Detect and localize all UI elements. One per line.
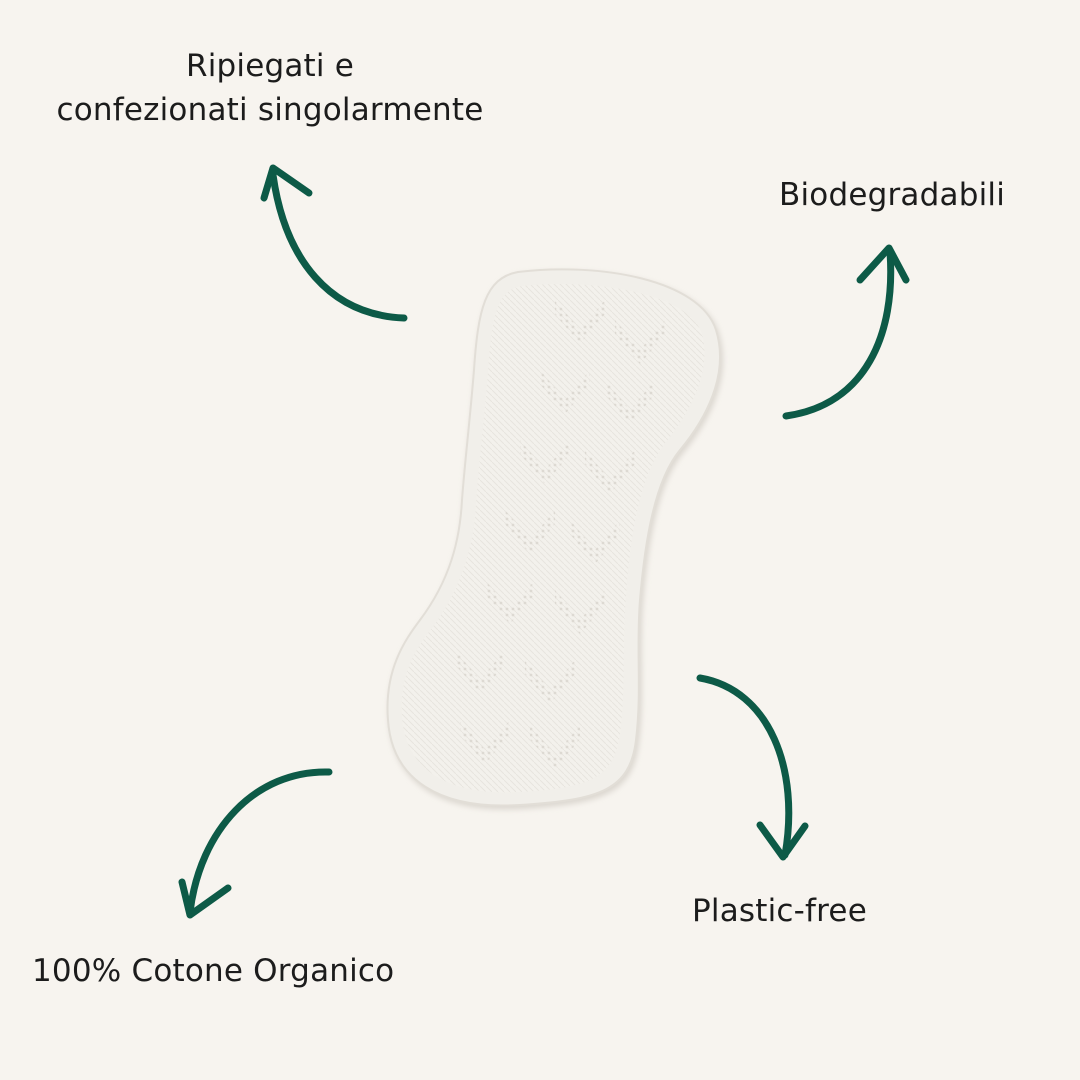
label-folded-line2: confezionati singolarmente [56,92,484,128]
label-plastic-free: Plastic-free [692,893,867,929]
panty-liner-image [386,268,721,807]
curved-arrow-icon [782,244,910,420]
curved-arrow-icon [178,768,333,919]
pad-emboss-pattern [455,300,665,769]
label-folded-line1: Ripiegati e [185,48,355,84]
curved-arrow-icon [696,674,809,861]
label-organic-cotton: 100% Cotone Organico [32,953,395,989]
label-biodegradable: Biodegradabili [779,177,1006,213]
curved-arrow-icon [260,164,408,322]
pad-inner-surface [401,284,705,793]
label-folded-individually: Ripiegati e confezionati singolarmente [0,44,540,132]
